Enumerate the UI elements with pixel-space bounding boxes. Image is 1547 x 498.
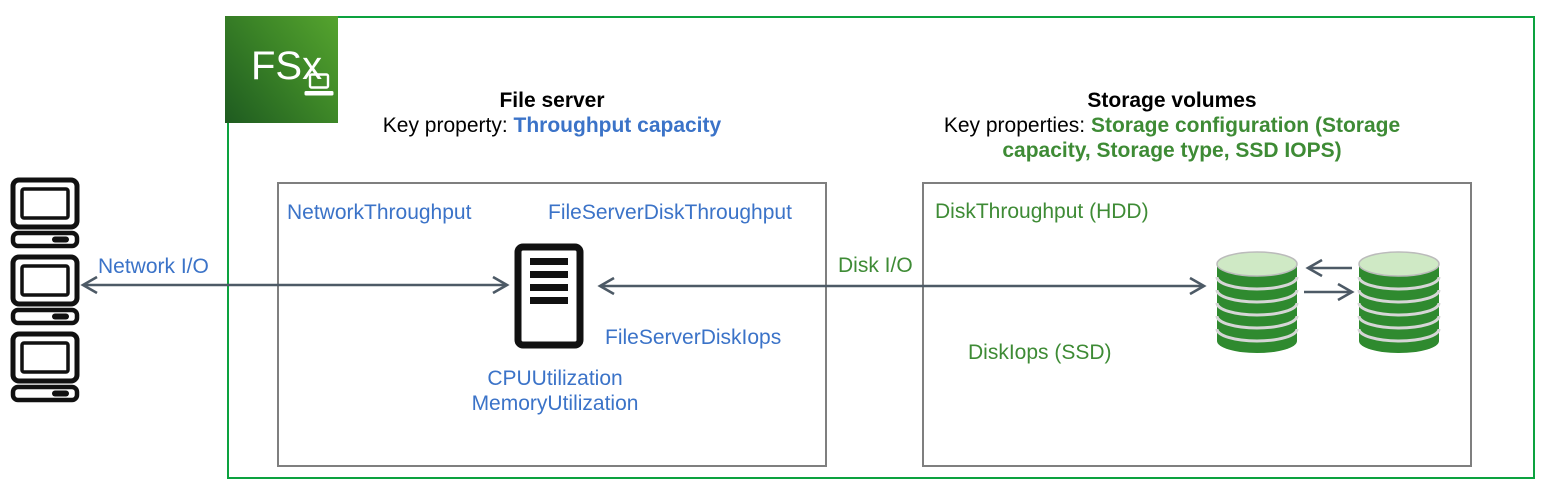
- metric-fileserver-disk-throughput: FileServerDiskThroughput: [548, 201, 792, 224]
- network-io-label: Network I/O: [98, 255, 209, 278]
- file-server-heading: File server Key property: Throughput cap…: [302, 88, 802, 138]
- client-computer-icon: [10, 177, 82, 249]
- disk-io-label: Disk I/O: [838, 254, 913, 277]
- metric-cpu-utilization: CPUUtilization: [487, 367, 623, 390]
- laptop-icon: [304, 73, 334, 96]
- file-server-key-property: Key property: Throughput capacity: [302, 113, 802, 138]
- storage-volumes-heading: Storage volumes Key properties: Storage …: [892, 88, 1452, 163]
- metric-network-throughput: NetworkThroughput: [287, 201, 472, 224]
- client-computer-icon: [10, 331, 82, 403]
- storage-volumes-title: Storage volumes: [1087, 89, 1257, 112]
- key-property-prefix: Key property:: [382, 114, 514, 137]
- key-property-value: Throughput capacity: [513, 114, 722, 137]
- storage-key-properties: Key properties: Storage configuration (S…: [892, 113, 1452, 163]
- metric-memory-utilization: MemoryUtilization: [471, 392, 639, 415]
- metric-disk-iops-ssd: DiskIops (SSD): [968, 341, 1112, 364]
- disk-stack-icon: [1215, 250, 1299, 356]
- file-server-icon: [514, 243, 584, 349]
- metric-fileserver-disk-iops: FileServerDiskIops: [605, 326, 782, 349]
- key-properties-value-line1: Storage configuration (Storage: [1090, 114, 1401, 137]
- metric-disk-throughput-hdd: DiskThroughput (HDD): [935, 200, 1149, 223]
- disk-stack-icon: [1357, 250, 1441, 356]
- metric-cpu-memory: CPUUtilization MemoryUtilization: [405, 366, 705, 416]
- client-computer-icon: [10, 254, 82, 326]
- fsx-boundary-box: [227, 16, 1535, 479]
- key-properties-value-line2: capacity, Storage type, SSD IOPS): [1002, 139, 1342, 162]
- file-server-title: File server: [499, 89, 605, 112]
- key-properties-prefix: Key properties:: [943, 114, 1091, 137]
- fsx-logo: FSx: [225, 16, 338, 123]
